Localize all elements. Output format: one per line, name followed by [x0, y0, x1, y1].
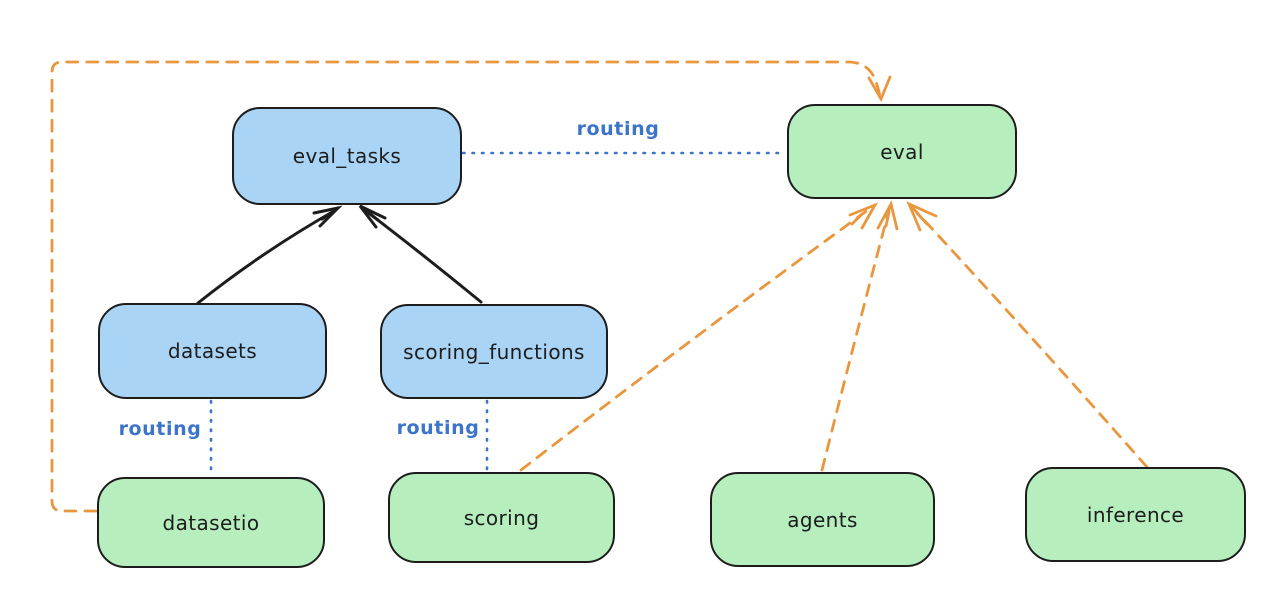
- node-scoring-label: scoring: [463, 505, 540, 530]
- node-inference: inference: [1025, 467, 1246, 562]
- node-eval: eval: [787, 104, 1017, 199]
- node-eval-label: eval: [880, 139, 924, 164]
- edge-label-routing-scoring-functions-scoring: routing: [396, 417, 480, 439]
- node-datasetio-label: datasetio: [162, 510, 260, 535]
- edge-scoring-to-eval: [519, 202, 879, 472]
- node-scoring-functions-label: scoring_functions: [403, 339, 585, 364]
- node-scoring: scoring: [388, 472, 615, 563]
- node-agents: agents: [710, 472, 935, 567]
- edge-datasetio-to-eval: [50, 60, 892, 513]
- edge-scoring-functions-to-eval-tasks: [358, 204, 483, 304]
- node-datasetio: datasetio: [97, 477, 325, 568]
- node-datasets: datasets: [98, 303, 327, 399]
- node-scoring-functions: scoring_functions: [380, 304, 608, 399]
- edge-agents-to-eval: [820, 200, 899, 472]
- edge-label-routing-eval-tasks-eval: routing: [576, 118, 660, 140]
- node-inference-label: inference: [1086, 502, 1185, 527]
- edge-datasets-to-eval-tasks: [196, 205, 343, 305]
- node-datasets-label: datasets: [167, 339, 258, 363]
- edge-label-routing-datasets-datasetio: routing: [118, 418, 202, 440]
- node-agents-label: agents: [787, 507, 858, 532]
- node-eval-tasks: eval_tasks: [232, 107, 462, 205]
- node-eval-tasks-label: eval_tasks: [292, 144, 402, 168]
- edge-inference-to-eval: [906, 201, 1149, 469]
